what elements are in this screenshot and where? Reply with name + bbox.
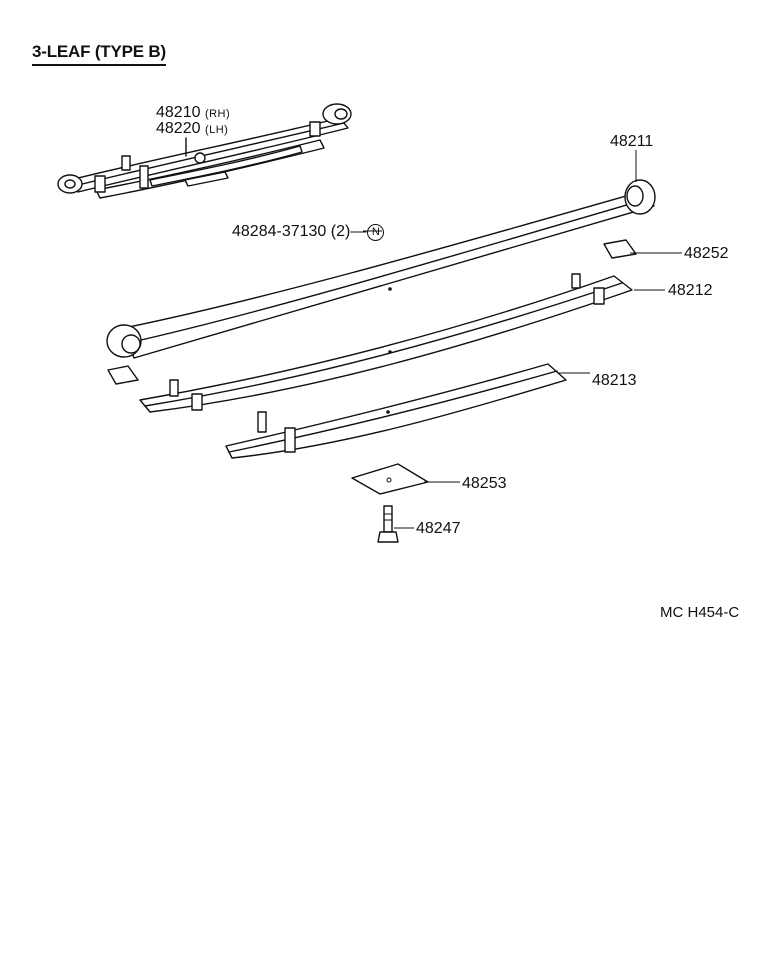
plate-48253 — [351, 463, 429, 495]
label-48247: 48247 — [416, 520, 461, 537]
n-mark-icon: N — [367, 224, 385, 241]
label-48253: 48253 — [462, 475, 507, 492]
second-leaf-48212 — [139, 273, 633, 413]
label-48212: 48212 — [668, 282, 713, 299]
label-48210: 48210 (RH) — [156, 104, 231, 121]
label-48220: 48220 (LH) — [156, 120, 229, 137]
center-bolt-48247 — [377, 505, 399, 543]
label-rh: (RH) — [204, 108, 231, 120]
label-48252: 48252 — [684, 245, 729, 262]
diagram-title: 3-LEAF (TYPE B) — [32, 42, 166, 66]
label-bolt-ref: 48284-37130 (2)―N — [232, 223, 385, 241]
spring-assembly-thumbnail — [57, 103, 352, 199]
label-48211: 48211 — [610, 133, 654, 150]
main-leaf-48211 — [106, 179, 656, 359]
spacer-48252 — [107, 239, 637, 385]
label-lh: (LH) — [204, 124, 229, 136]
diagram-code: MC H454-C — [660, 604, 740, 621]
leader-lines — [363, 150, 682, 529]
third-leaf-48213 — [225, 363, 567, 459]
label-48213: 48213 — [592, 372, 637, 389]
